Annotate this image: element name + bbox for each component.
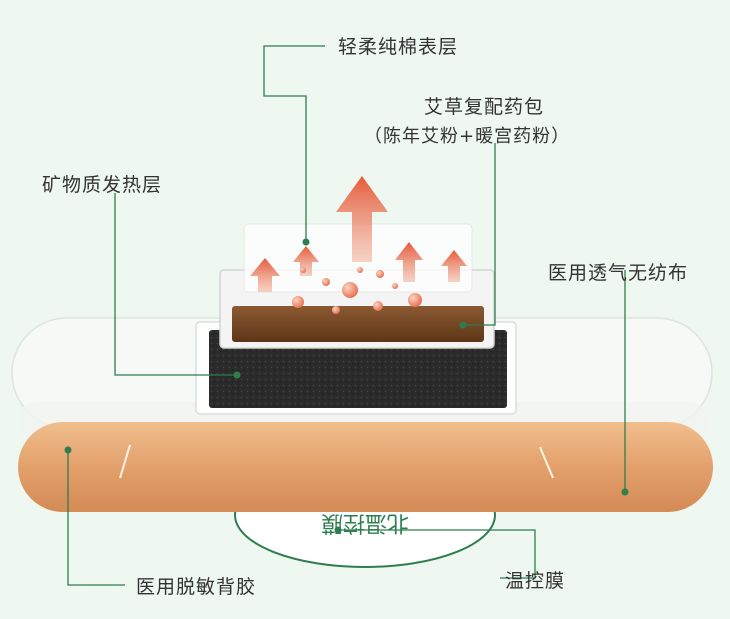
arrow-left: [250, 258, 280, 292]
arrow-large: [336, 176, 388, 262]
leader-lines: [67, 45, 626, 586]
arrow-right: [441, 250, 467, 282]
center-pad: [195, 223, 517, 415]
leader-dots: [64, 238, 629, 534]
herbal-pack-layer: [232, 306, 484, 342]
mineral-heating-layer: [209, 330, 507, 408]
arrow-mid-right: [395, 242, 423, 282]
adhesive-backing: [18, 422, 713, 512]
heat-bubbles: [292, 267, 422, 314]
film-print-text: 北温控膜: [321, 510, 409, 535]
label-herbal-pack-detail: （陈年艾粉+暖宫药粉）: [364, 126, 571, 147]
label-mineral-heating-layer: 矿物质发热层: [42, 174, 163, 196]
label-hypoallergenic-adhesive: 医用脱敏背胶: [136, 576, 257, 598]
label-soft-cotton-surface: 轻柔纯棉表层: [338, 36, 459, 58]
heat-arrows: [250, 176, 467, 292]
label-herbal-pack-title: 艾草复配药包: [424, 96, 545, 118]
arrow-mid-left: [293, 246, 319, 276]
label-breathable-nonwoven: 医用透气无纺布: [548, 262, 689, 284]
label-temperature-control-film: 温控膜: [505, 570, 566, 592]
